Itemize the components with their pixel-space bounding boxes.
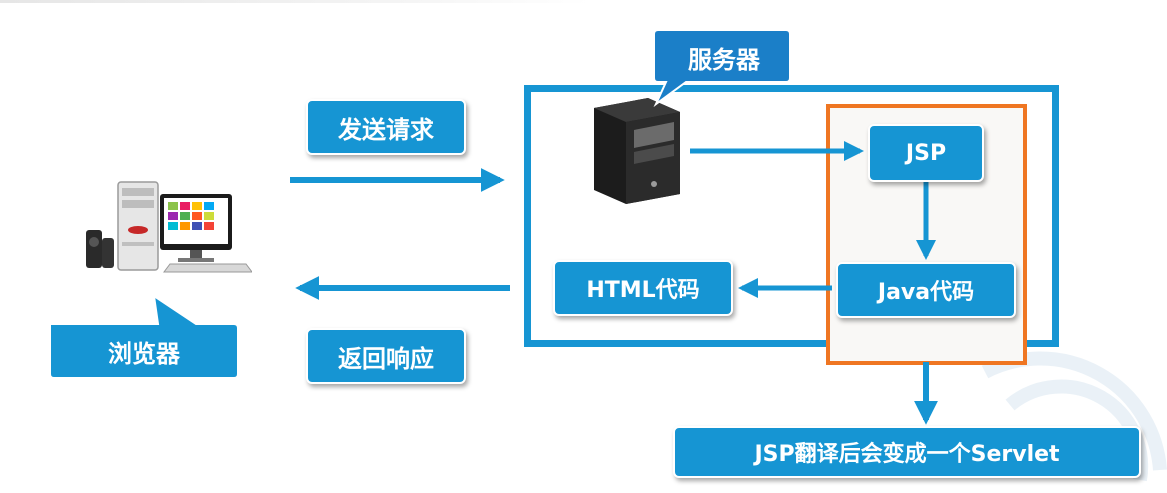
servlet-note-box: JSP翻译后会变成一个Servlet	[673, 426, 1141, 478]
server-frame	[524, 85, 1059, 347]
server-label: 服务器	[688, 45, 760, 74]
send-request-label: 发送请求	[306, 99, 466, 155]
server-icon	[594, 98, 680, 204]
top-divider	[0, 0, 590, 3]
java-code-box: Java代码	[836, 262, 1016, 318]
jsp-box: JSP	[868, 124, 984, 182]
browser-label: 浏览器	[108, 339, 180, 368]
computer-icon	[86, 181, 252, 273]
html-code-box: HTML代码	[553, 260, 733, 316]
return-response-label: 返回响应	[306, 328, 466, 384]
